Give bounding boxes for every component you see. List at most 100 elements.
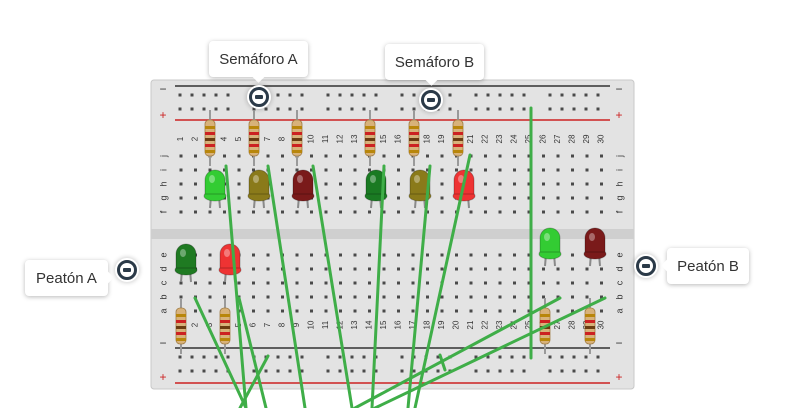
hole	[223, 281, 226, 285]
column-number-bottom: 15	[379, 320, 388, 329]
hole	[469, 267, 473, 271]
rail-hole	[548, 355, 552, 359]
hole	[571, 210, 574, 214]
hole	[281, 168, 284, 172]
rail-hole	[350, 93, 354, 97]
hole	[542, 168, 545, 172]
hole	[295, 309, 299, 313]
hole	[556, 281, 560, 285]
remove-semaforo-b-button[interactable]	[421, 90, 441, 110]
hole	[426, 210, 429, 214]
rail-hole	[178, 107, 182, 111]
hole	[382, 309, 386, 313]
hole	[411, 253, 415, 257]
column-number-top: 21	[466, 134, 475, 143]
rail-hole	[522, 355, 526, 359]
rail-hole	[362, 355, 366, 359]
rail-hole	[474, 107, 478, 111]
hole	[353, 309, 357, 313]
rail-hole	[548, 107, 552, 111]
hole	[295, 267, 299, 271]
hole	[281, 182, 284, 186]
hole	[208, 267, 212, 271]
column-number-bottom: 22	[481, 320, 490, 329]
hole	[266, 253, 270, 257]
hole	[295, 281, 299, 285]
hole	[484, 267, 487, 271]
remove-semaforo-a-button[interactable]	[249, 87, 269, 107]
rail-hole	[288, 107, 292, 111]
callout-peaton-a-label: Peatón A	[36, 269, 97, 287]
rail-hole	[400, 369, 404, 373]
resistor	[204, 110, 216, 166]
rail-hole	[202, 107, 206, 111]
wire	[406, 164, 432, 408]
hole	[440, 154, 444, 158]
hole	[194, 281, 197, 285]
rail-hole	[596, 369, 600, 373]
hole	[455, 281, 458, 285]
rail-hole	[178, 369, 182, 373]
hole	[513, 253, 516, 257]
rail-hole	[338, 93, 342, 97]
hole	[411, 210, 415, 214]
hole	[498, 295, 502, 299]
hole	[513, 309, 516, 313]
resistor	[364, 110, 376, 166]
column-number-bottom: 10	[307, 320, 316, 329]
callout-peaton-a: Peatón A	[25, 260, 114, 296]
column-number-top: 16	[394, 134, 403, 143]
row-letter: j	[614, 155, 624, 158]
hole	[324, 182, 328, 186]
rail-hole	[350, 355, 354, 359]
hole	[585, 210, 589, 214]
rail-plus-label-bottom-right: +	[615, 370, 622, 384]
hole	[484, 281, 487, 285]
hole	[295, 295, 299, 299]
led-peaton-a-red	[218, 243, 242, 283]
rail-hole	[326, 93, 330, 97]
hole	[368, 295, 371, 299]
rail-hole	[190, 355, 194, 359]
resistor	[291, 110, 303, 166]
hole	[397, 309, 400, 313]
rail-minus-label-bottom-right: −	[615, 336, 622, 350]
hole	[179, 281, 183, 285]
hole	[339, 182, 342, 186]
column-number-bottom: 17	[408, 320, 417, 329]
resistor	[175, 298, 187, 354]
hole	[295, 168, 299, 172]
column-number-bottom: 2	[191, 322, 200, 327]
hole	[556, 182, 560, 186]
rail-hole	[560, 369, 564, 373]
hole	[411, 281, 415, 285]
rail-hole	[448, 93, 452, 97]
remove-peaton-a-button[interactable]	[117, 260, 137, 280]
hole	[440, 309, 444, 313]
rail-hole	[596, 355, 600, 359]
rail-hole	[596, 93, 600, 97]
remove-peaton-b-button[interactable]	[636, 256, 656, 276]
hole	[498, 196, 502, 200]
hole	[382, 281, 386, 285]
rail-hole	[486, 93, 490, 97]
hole	[397, 182, 400, 186]
column-number-top: 27	[553, 134, 562, 143]
hole	[382, 253, 386, 257]
rail-hole	[362, 369, 366, 373]
hole	[498, 168, 502, 172]
hole	[600, 267, 603, 271]
row-letter: i	[158, 169, 168, 171]
column-number-top: 8	[278, 136, 287, 141]
row-letter: a	[158, 308, 168, 313]
hole	[310, 267, 313, 271]
wire	[224, 164, 248, 408]
row-letter: h	[614, 181, 624, 186]
hole	[194, 196, 197, 200]
hole	[252, 168, 255, 172]
hole	[426, 253, 429, 257]
hole	[498, 267, 502, 271]
hole	[498, 309, 502, 313]
hole	[310, 309, 313, 313]
hole	[469, 295, 473, 299]
